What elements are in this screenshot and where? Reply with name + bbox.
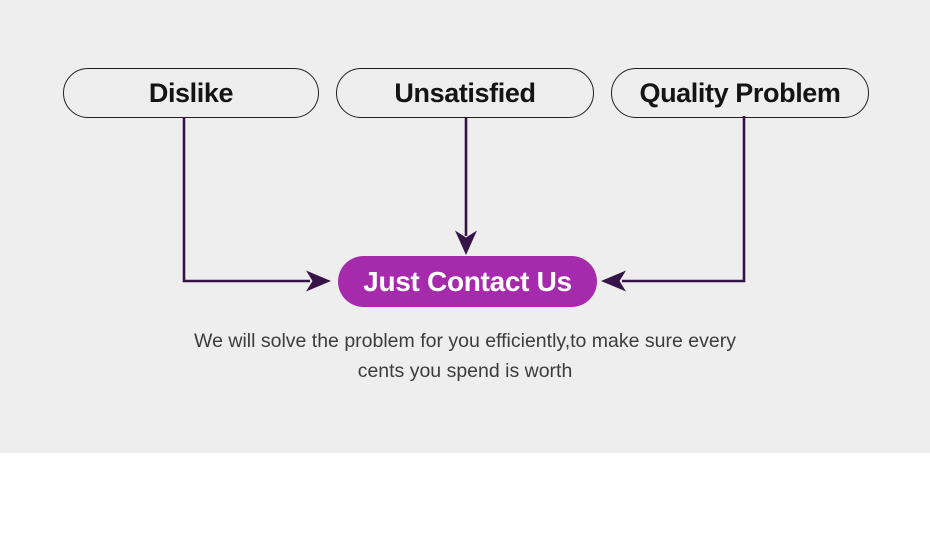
caption: We will solve the problem for you effici… xyxy=(0,326,930,386)
reason-pill-dislike-label: Dislike xyxy=(148,77,234,108)
promo-banner: Dislike Unsatisfied Quality Problem Just… xyxy=(0,0,930,453)
just-contact-us-button[interactable]: Just Contact Us xyxy=(338,256,597,307)
bottom-whitespace xyxy=(0,453,930,541)
just-contact-us-label: Just Contact Us xyxy=(363,265,572,297)
arrow-unsatisfied-to-cta xyxy=(455,118,477,255)
caption-line-1: We will solve the problem for you effici… xyxy=(194,330,736,352)
reason-pill-unsatisfied: Unsatisfied xyxy=(336,68,594,118)
reason-pill-quality-problem-label: Quality Problem xyxy=(639,77,841,108)
arrow-quality-problem-to-cta xyxy=(601,116,746,292)
caption-line-2: cents you spend is worth xyxy=(357,360,573,382)
reason-pill-quality-problem: Quality Problem xyxy=(611,68,869,118)
reason-pill-unsatisfied-label: Unsatisfied xyxy=(394,77,536,108)
reason-pill-dislike: Dislike xyxy=(63,68,319,118)
arrow-dislike-to-cta xyxy=(182,117,331,292)
